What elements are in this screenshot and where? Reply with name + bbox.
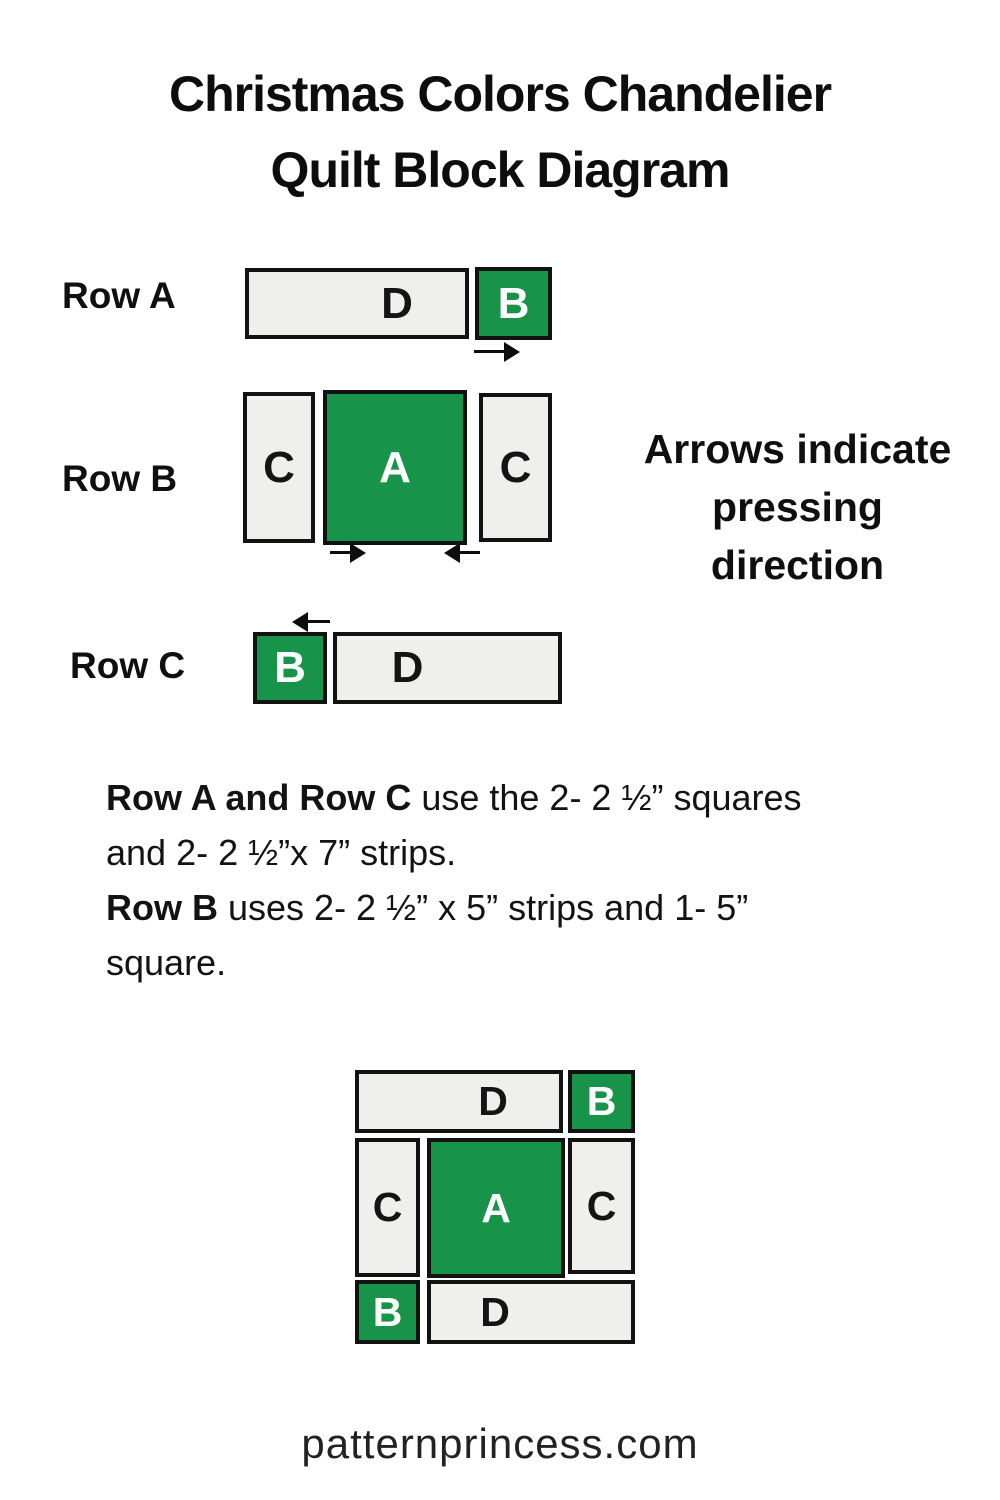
assembled-mid-c-left-letter: C	[372, 1184, 403, 1230]
assembled-top-d-letter: D	[478, 1078, 508, 1124]
row-b-label: Row B	[62, 458, 178, 499]
page-title-line-1: Christmas Colors Chandelier	[168, 66, 832, 122]
cutting-instructions: Row A and Row C use the 2- 2 ½” squares …	[106, 770, 936, 990]
instruction-line-1-bold: Row A and Row C	[106, 777, 412, 818]
row-a-piece-d: D	[245, 268, 469, 339]
row-b-piece-a-letter: A	[379, 442, 411, 492]
assembled-mid-c-right-letter: C	[586, 1182, 617, 1229]
row-b-piece-c-right: C	[479, 393, 552, 542]
assembled-block-middle-piece-c-left: C	[355, 1138, 420, 1277]
instruction-line-2: and 2- 2 ½”x 7” strips.	[106, 832, 457, 873]
row-c-piece-d-letter: D	[391, 643, 424, 692]
row-b-piece-c-left: C	[243, 392, 315, 543]
pressing-note-line-1: Arrows indicate	[643, 426, 952, 472]
row-c-label: Row C	[70, 645, 186, 686]
page-title-line-2: Quilt Block Diagram	[270, 142, 731, 198]
row-c-piece-b: B	[253, 632, 327, 704]
row-a-press-arrow-right-icon	[474, 350, 504, 353]
row-a-piece-b: B	[475, 267, 552, 340]
row-c-press-arrow-left-icon	[308, 620, 330, 623]
row-b-piece-a: A	[323, 390, 467, 545]
row-b-press-arrow-right-icon	[330, 551, 350, 554]
assembled-block-bottom-piece-b: B	[355, 1280, 420, 1344]
row-b-piece-c-left-letter: C	[263, 442, 295, 492]
instruction-line-1-rest: use the 2- 2 ½” squares	[411, 777, 802, 818]
row-a-piece-d-letter: D	[381, 278, 413, 328]
pressing-direction-note: Arrows indicate pressing direction	[615, 420, 980, 594]
pressing-note-line-2: pressing	[712, 484, 883, 530]
row-c-piece-d: D	[333, 632, 562, 704]
footer-site-text: patternprincess.com	[301, 1420, 699, 1467]
instruction-line-3-bold: Row B	[106, 887, 218, 928]
assembled-block-bottom-piece-d: D	[427, 1280, 635, 1344]
row-b-piece-c-right-letter: C	[499, 442, 532, 492]
assembled-bottom-d-letter: D	[480, 1288, 510, 1335]
assembled-block-middle-piece-c-right: C	[568, 1138, 635, 1274]
row-b-press-arrow-left-icon	[460, 551, 480, 554]
row-a-piece-b-letter: B	[497, 278, 530, 328]
assembled-mid-a-letter: A	[481, 1184, 511, 1231]
row-c-piece-b-letter: B	[274, 643, 306, 692]
row-a-label: Row A	[62, 275, 176, 316]
instruction-line-1: Row A and Row C use the 2- 2 ½” squares	[106, 770, 936, 825]
instruction-line-4: square.	[106, 942, 227, 983]
assembled-top-b-letter: B	[586, 1078, 617, 1124]
page-title: Christmas Colors Chandelier Quilt Block …	[0, 56, 1000, 208]
assembled-block-middle-piece-a: A	[427, 1138, 565, 1278]
instruction-line-3: Row B uses 2- 2 ½” x 5” strips and 1- 5”	[106, 880, 936, 935]
assembled-bottom-b-letter: B	[372, 1288, 403, 1335]
instruction-line-3-rest: uses 2- 2 ½” x 5” strips and 1- 5”	[218, 887, 749, 928]
assembled-block-top-piece-b: B	[568, 1070, 635, 1133]
pressing-note-line-3: direction	[710, 542, 885, 588]
assembled-block-top-piece-d: D	[355, 1070, 563, 1133]
